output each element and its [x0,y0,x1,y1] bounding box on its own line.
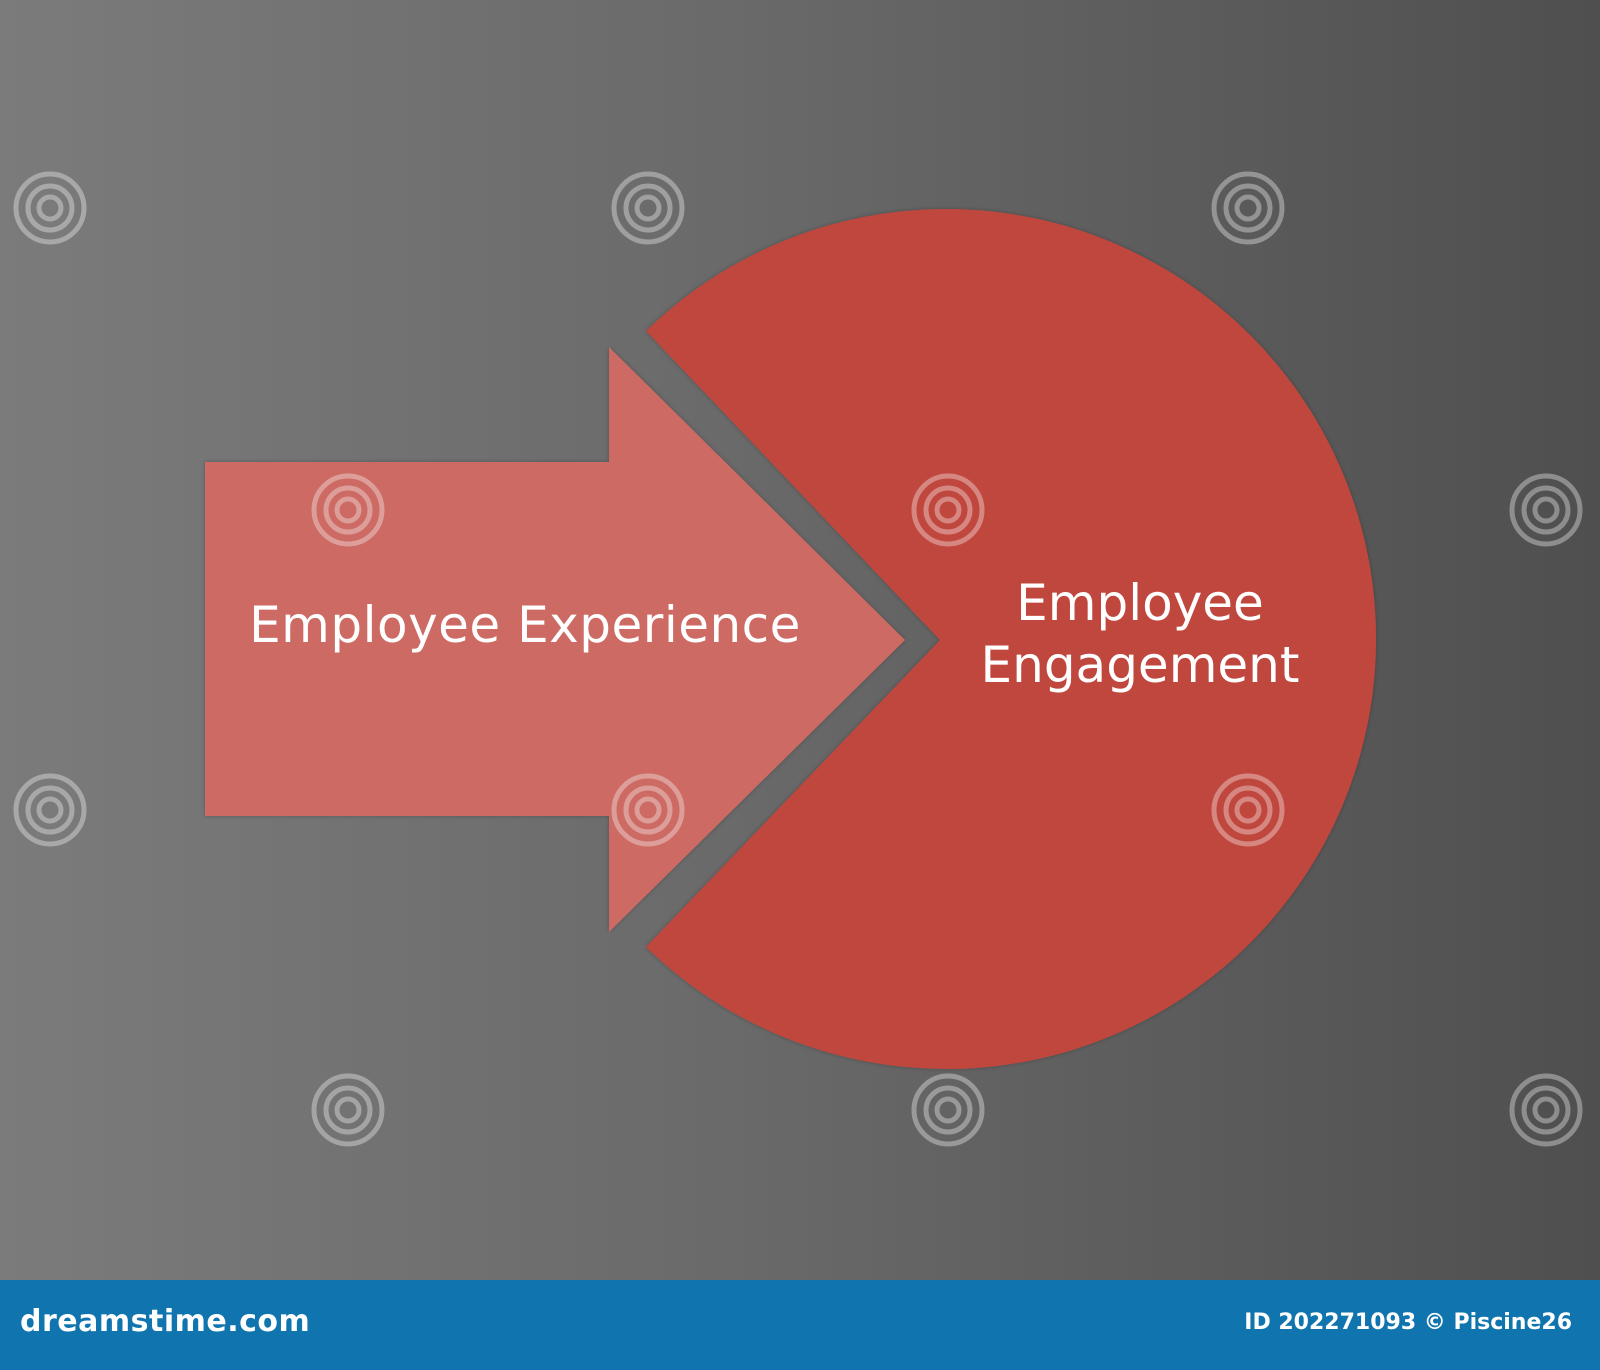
footer-brand: dreamstime.com [20,1304,311,1339]
diagram-canvas: Employee Experience Employee Engagement [0,0,1600,1280]
diagram-graphic [205,209,1377,1070]
circle-label-line2: Engagement [980,636,1300,694]
footer-credit: ID 202271093 © Piscine26 [1244,1310,1572,1335]
circle-label-line1: Employee [1016,574,1264,632]
arrow-label: Employee Experience [249,596,801,654]
engagement-circle-shape [646,209,1377,1070]
experience-arrow-shape [205,347,905,932]
circle-label: Employee Engagement [920,572,1360,696]
footer-bar: dreamstime.com ID 202271093 © Piscine26 [0,1280,1600,1370]
